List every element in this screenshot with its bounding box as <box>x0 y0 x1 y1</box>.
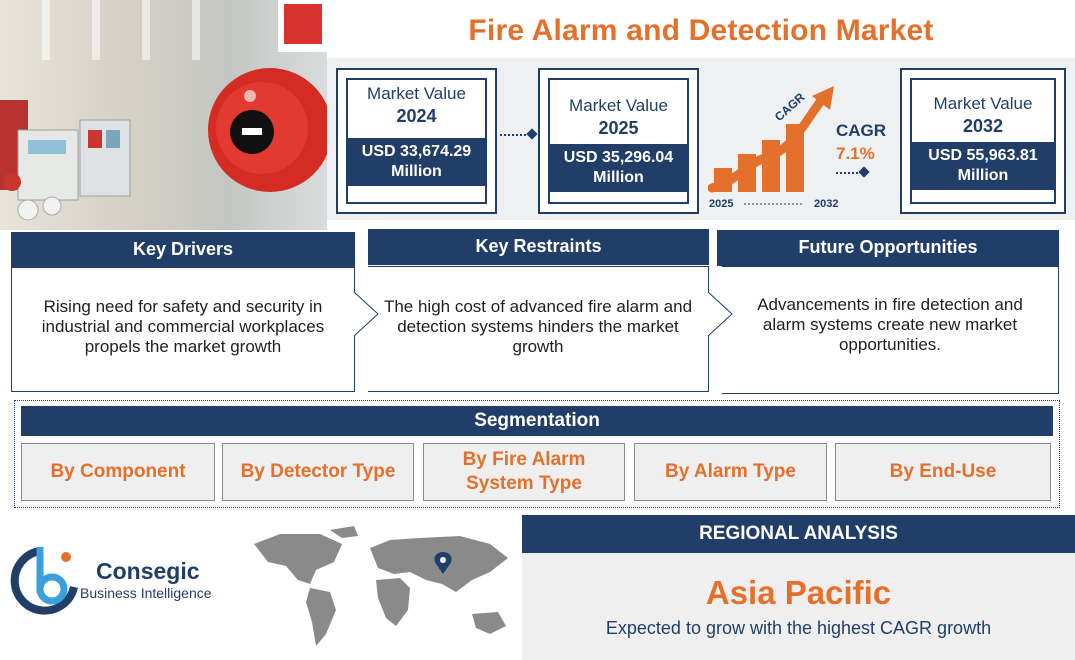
key-drivers-heading: Key Drivers <box>11 232 355 268</box>
future-opportunities-body: Advancements in fire detection and alarm… <box>722 266 1059 394</box>
segment-by-fire-alarm-system-type: By Fire Alarm System Type <box>423 443 625 501</box>
market-value-unit: Million <box>593 169 644 186</box>
market-value-label: Market Value <box>933 94 1033 113</box>
brand-tagline: Business Intelligence <box>80 585 212 601</box>
key-restraints-heading: Key Restraints <box>368 229 709 265</box>
cagr-end-year: 2032 <box>814 198 839 210</box>
market-value-number: USD 33,674.29 <box>361 143 472 160</box>
consegic-logo-icon <box>10 547 78 615</box>
market-value-number: USD 35,296.04 <box>563 149 674 166</box>
future-opportunities-heading: Future Opportunities <box>717 230 1059 266</box>
key-drivers-body: Rising need for safety and security in i… <box>11 266 355 392</box>
page-title: Fire Alarm and Detection Market <box>468 14 934 47</box>
cagr-growth-chart-icon <box>708 86 834 205</box>
connector-line <box>836 172 862 174</box>
market-value-number: USD 55,963.81 <box>928 147 1038 164</box>
cagr-value: 7.1% <box>836 144 875 163</box>
key-drivers-text: Rising need for safety and security in i… <box>41 297 325 356</box>
cagr-start-year: 2025 <box>709 198 734 210</box>
key-restraints-body: The high cost of advanced fire alarm and… <box>368 266 709 392</box>
market-value-label: Market Value <box>367 84 466 103</box>
world-map-icon <box>254 526 508 646</box>
segment-by-detector-type: By Detector Type <box>222 443 414 501</box>
market-value-unit: Million <box>391 163 442 180</box>
fire-alarm-illustration <box>0 0 327 221</box>
regional-body <box>522 553 1075 660</box>
market-value-card-2032: Market Value 2032 USD 55,963.81 Million <box>900 68 1066 214</box>
segment-by-component: By Component <box>21 443 215 501</box>
chevron-right-icon <box>353 291 379 337</box>
market-value-year: 2024 <box>396 106 437 126</box>
market-value-amount: USD 55,963.81 Million <box>912 142 1054 190</box>
header-band <box>327 0 1075 68</box>
market-value-card-2025: Market Value 2025 USD 35,296.04 Million <box>538 68 699 214</box>
market-value-year: 2032 <box>962 116 1004 136</box>
market-value-card-2024: Market Value 2024 USD 33,674.29 Million <box>336 68 497 214</box>
segment-by-alarm-type: By Alarm Type <box>634 443 827 501</box>
segmentation-frame <box>14 400 1060 508</box>
market-value-label: Market Value <box>569 96 668 115</box>
segment-by-end-use: By End-Use <box>835 443 1051 501</box>
key-restraints-text: The high cost of advanced fire alarm and… <box>383 297 693 356</box>
brand-name: Consegic <box>96 558 200 584</box>
market-value-year: 2025 <box>598 118 639 138</box>
hero-photo <box>0 0 327 230</box>
connector-line <box>500 134 530 136</box>
future-opportunities-text: Advancements in fire detection and alarm… <box>757 295 1023 354</box>
chevron-right-icon <box>707 291 733 337</box>
market-value-amount: USD 35,296.04 Million <box>550 144 687 192</box>
regional-heading: REGIONAL ANALYSIS <box>522 515 1075 553</box>
cagr-label: CAGR <box>836 121 887 140</box>
market-value-amount: USD 33,674.29 Million <box>348 138 485 186</box>
market-value-unit: Million <box>957 167 1009 184</box>
regional-description: Expected to grow with the highest CAGR g… <box>605 618 992 638</box>
regional-region-name: Asia Pacific <box>705 574 892 611</box>
segmentation-heading: Segmentation <box>21 406 1053 436</box>
